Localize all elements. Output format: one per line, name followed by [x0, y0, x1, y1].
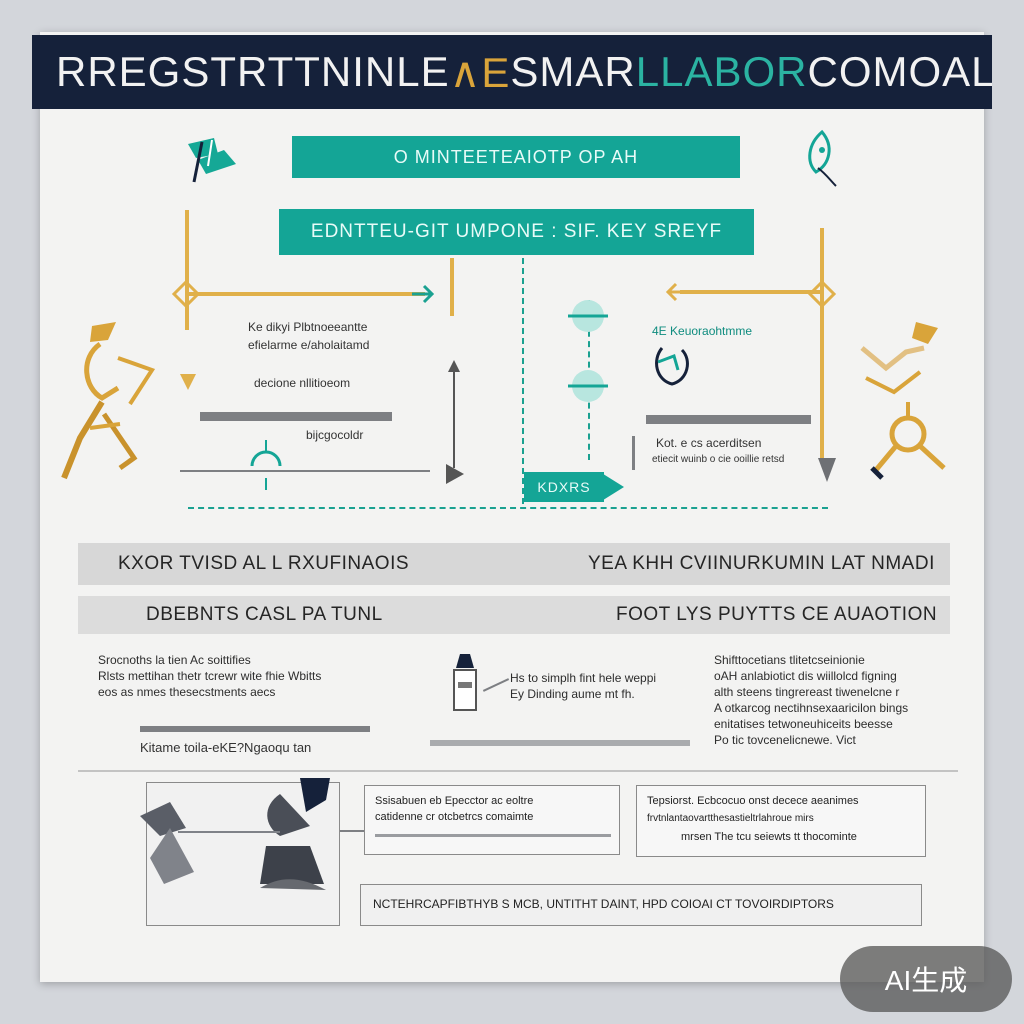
- card-2-line-2: frvtnlantaovartthesastieltrlahroue mirs: [647, 813, 814, 824]
- middle-paragraph-line: Hs to simplh fint hele weppi: [510, 671, 657, 685]
- title-part-3: SMAR: [510, 48, 636, 95]
- left-caption: Kitame toila-eKE?Ngaoqu tan: [140, 740, 312, 755]
- right-gold-horizontal: [680, 290, 820, 294]
- left-panel-line-1: Ke dikyi Plbtnoeeantte: [248, 320, 368, 334]
- left-paragraph-line: eos as nmes thesecstments aecs: [98, 685, 276, 699]
- diamond-node-icon: [171, 279, 201, 309]
- left-paragraph-line: Rlsts mettihan thetr tcrewr wite fhie Wb…: [98, 669, 322, 683]
- footer-card: NCTEHRCAPFIBTHYB S MCB, UNTITHT DAINT, H…: [360, 884, 922, 926]
- section-divider: [78, 770, 958, 772]
- gauge-icon: [250, 440, 282, 490]
- right-panel-bracket: [632, 436, 635, 470]
- band-row-1: KXOR TVISD AL L RXUFINAOIS YEA KHH CVIIN…: [78, 543, 950, 585]
- middle-paragraph-line: Ey Dinding aume mt fh.: [510, 687, 635, 701]
- left-panel-arrow-line: [180, 470, 430, 472]
- arrow-left-icon: [665, 282, 688, 302]
- band-row-2: DBEBNTS CASL PA TUNL FOOT LYS PUYTTS CE …: [78, 596, 950, 634]
- person-reaching-icon: [860, 322, 946, 480]
- top-teal-box: O MINTEETEAIOTP OP AH: [292, 136, 740, 178]
- poster-title: RREGSTRTTNINLE ∧E SMAR LLABOR COMOALWY: [32, 35, 992, 109]
- right-panel-label: 4E Keuoraohtmme: [652, 324, 753, 338]
- card-1-rule: [375, 834, 611, 837]
- arrow-down-icon: [180, 374, 196, 390]
- ai-generated-badge: AI生成: [840, 946, 1012, 1012]
- right-diamond-node-icon: [807, 279, 837, 309]
- middle-paragraph: Hs to simplh fint hele weppi Ey Dinding …: [510, 670, 656, 702]
- figure-icon: [655, 347, 689, 386]
- right-panel-line-1: Kot. e cs acerditsen: [656, 436, 762, 450]
- leaf-icon: [808, 129, 837, 187]
- left-panel-line-4: bijcgocoldr: [306, 428, 364, 442]
- right-paragraph-line: oAH anlabiotict dis wiillolcd figning: [714, 669, 897, 683]
- right-paragraph-line: enitatises tetwoneuhiceits beesse: [714, 717, 893, 731]
- left-panel-line-2: efielarme e/aholaitamd: [248, 338, 370, 352]
- card-2-line-1: Tepsiorst. Ecbcocuo onst decece aeanimes: [647, 795, 859, 807]
- left-gold-vertical: [185, 210, 189, 330]
- left-caption-bar: [140, 726, 370, 732]
- title-part-2: ∧E: [449, 48, 511, 96]
- teal-tag: KDXRS: [524, 472, 604, 502]
- right-paragraph-line: Po tic tovcenelicnewe. Vict: [714, 733, 856, 747]
- right-panel-line-2: etiecit wuinb o cie ooillie retsd: [652, 454, 785, 465]
- arrow-right-icon: [412, 284, 435, 304]
- illustration-connector: [340, 830, 364, 832]
- right-paragraph: Shifttocetians tlitetcseinionie oAH anla…: [714, 652, 908, 748]
- title-part-4: LLABOR: [635, 48, 808, 95]
- left-panel-line-3: decione nllitioeom: [254, 376, 351, 390]
- center-gold-vertical: [450, 258, 454, 316]
- center-dashed-line: [522, 258, 524, 504]
- target-icon-2: [568, 370, 608, 402]
- second-teal-box: EDNTTEU-GIT UMPONE : SIF. KEY SREYF: [279, 209, 754, 255]
- title-part-5: COMOALWY: [807, 48, 992, 95]
- workers-illustration: [140, 778, 330, 890]
- lamp-icon: [453, 654, 477, 711]
- person-running-icon: [61, 322, 156, 480]
- card-1-line-1: Ssisabuen eb Epecctor ac eoltre: [375, 795, 534, 807]
- band-row-2-right: FOOT LYS PUYTTS CE AUAOTION: [616, 604, 938, 625]
- right-paragraph-line: A otkarcog nectihnsexaaricilon bings: [714, 701, 909, 715]
- bottom-dashed-line: [188, 507, 828, 509]
- card-1-line-2: catidenne cr otcbetrcs comaimte: [375, 811, 534, 823]
- target-icon: [568, 300, 608, 332]
- right-gold-vertical: [820, 228, 824, 458]
- band-row-1-right: YEA KHH CVIINURKUMIN LAT NMADI: [588, 553, 935, 574]
- left-paragraph-line: Srocnoths la tien Ac soittifies: [98, 653, 251, 667]
- right-paragraph-line: alth steens tingrereast tiwenelcne r: [714, 685, 900, 699]
- right-panel-arrow-icon: [818, 458, 836, 482]
- left-panel-bar: [200, 412, 392, 421]
- right-panel-bar: [646, 415, 811, 424]
- card-1: Ssisabuen eb Epecctor ac eoltre catidenn…: [364, 785, 620, 855]
- right-paragraph-line: Shifttocetians tlitetcseinionie: [714, 653, 865, 667]
- vertical-arrow-icon: [446, 360, 464, 484]
- card-2-line-3: mrsen The tcu seiewts tt thocominte: [681, 831, 857, 843]
- middle-smudge-bar: [430, 740, 690, 746]
- building-icon: [188, 138, 236, 183]
- band-row-1-left: KXOR TVISD AL L RXUFINAOIS: [118, 553, 410, 574]
- tag-arrow-icon: [600, 472, 624, 502]
- left-gold-horizontal: [185, 292, 425, 296]
- band-row-2-left: DBEBNTS CASL PA TUNL: [146, 604, 383, 625]
- footer-text: NCTEHRCAPFIBTHYB S MCB, UNTITHT DAINT, H…: [373, 897, 834, 911]
- title-part-1: RREGSTRTTNINLE: [56, 48, 450, 95]
- left-paragraph: Srocnoths la tien Ac soittifies Rlsts me…: [98, 652, 321, 700]
- card-2: Tepsiorst. Ecbcocuo onst decece aeanimes…: [636, 785, 926, 857]
